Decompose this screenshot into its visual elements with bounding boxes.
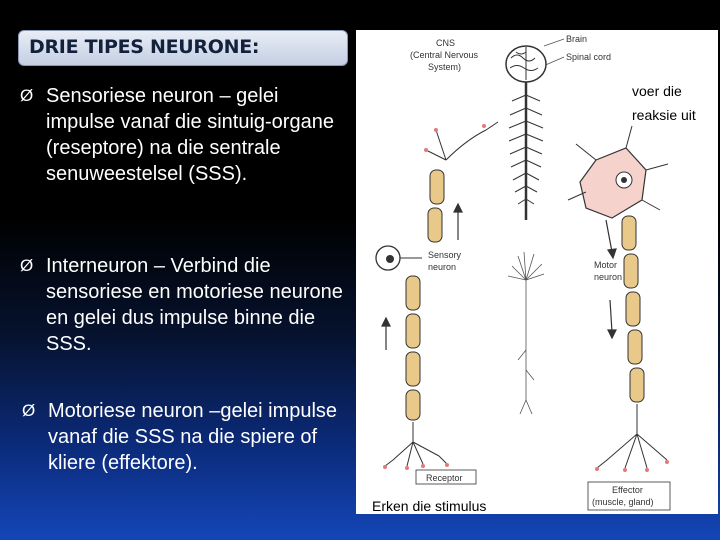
bullet-arrow-icon: Ø [20, 256, 34, 275]
sensory-axon-lower [405, 275, 421, 421]
label-receptor: Receptor [426, 473, 463, 483]
label-effector: Effector [612, 485, 643, 495]
label-cns: CNS [436, 38, 455, 48]
interneuron-icon [507, 251, 545, 415]
sensory-neuron-top-terminals [424, 121, 499, 161]
bullet-text: Interneuron – Verbind die sensoriese en … [46, 255, 343, 355]
label-sensory-neuron: neuron [428, 262, 456, 272]
label-brain: Brain [566, 34, 587, 44]
motor-axon [621, 215, 645, 403]
diagram-svg: CNS (Central Nervous System) Brain Spina… [372, 34, 696, 514]
receptor-label-box [415, 469, 477, 485]
label-sensory: Sensory [428, 250, 462, 260]
motor-arrows [605, 219, 617, 340]
effector-label-box [587, 481, 671, 511]
annotation-reaction-line2: reaksie uit [632, 107, 696, 123]
bullet-text: Sensoriese neuron – gelei impulse vanaf … [46, 85, 334, 185]
brain-icon [505, 45, 547, 83]
sensory-arrows [381, 202, 463, 350]
bullet-motor-neuron: Ø Motoriese neuron –gelei impulse vanaf … [22, 398, 352, 476]
bullet-arrow-icon: Ø [22, 401, 36, 420]
bullet-text: Motoriese neuron –gelei impulse vanaf di… [48, 400, 338, 474]
spinal-cord-icon [508, 82, 544, 220]
bullet-sensory-neuron: Ø Sensoriese neuron – gelei impulse vana… [20, 83, 350, 187]
slide-title: DRIE TIPES NEURONE: [18, 30, 348, 66]
annotation-stimulus: Erken die stimulus [372, 498, 486, 514]
bullet-interneuron: Ø Interneuron – Verbind die sensoriese e… [20, 253, 350, 357]
receptor-terminals [383, 422, 449, 470]
label-spinal-cord: Spinal cord [566, 52, 611, 62]
annotation-reaction-line1: voer die [632, 83, 682, 99]
label-motor-neuron: neuron [594, 272, 622, 282]
label-effector-detail: (muscle, gland) [592, 497, 654, 507]
sensory-axon-upper [427, 169, 445, 243]
sensory-cell-body [375, 245, 422, 271]
label-motor: Motor [594, 260, 617, 270]
bullet-arrow-icon: Ø [20, 86, 34, 105]
label-cns-full: (Central Nervous [410, 50, 479, 60]
neuron-pathway-diagram: CNS (Central Nervous System) Brain Spina… [356, 30, 718, 514]
effector-terminals [595, 404, 669, 472]
label-cns-system: System) [428, 62, 461, 72]
motor-cell-body [567, 125, 669, 219]
